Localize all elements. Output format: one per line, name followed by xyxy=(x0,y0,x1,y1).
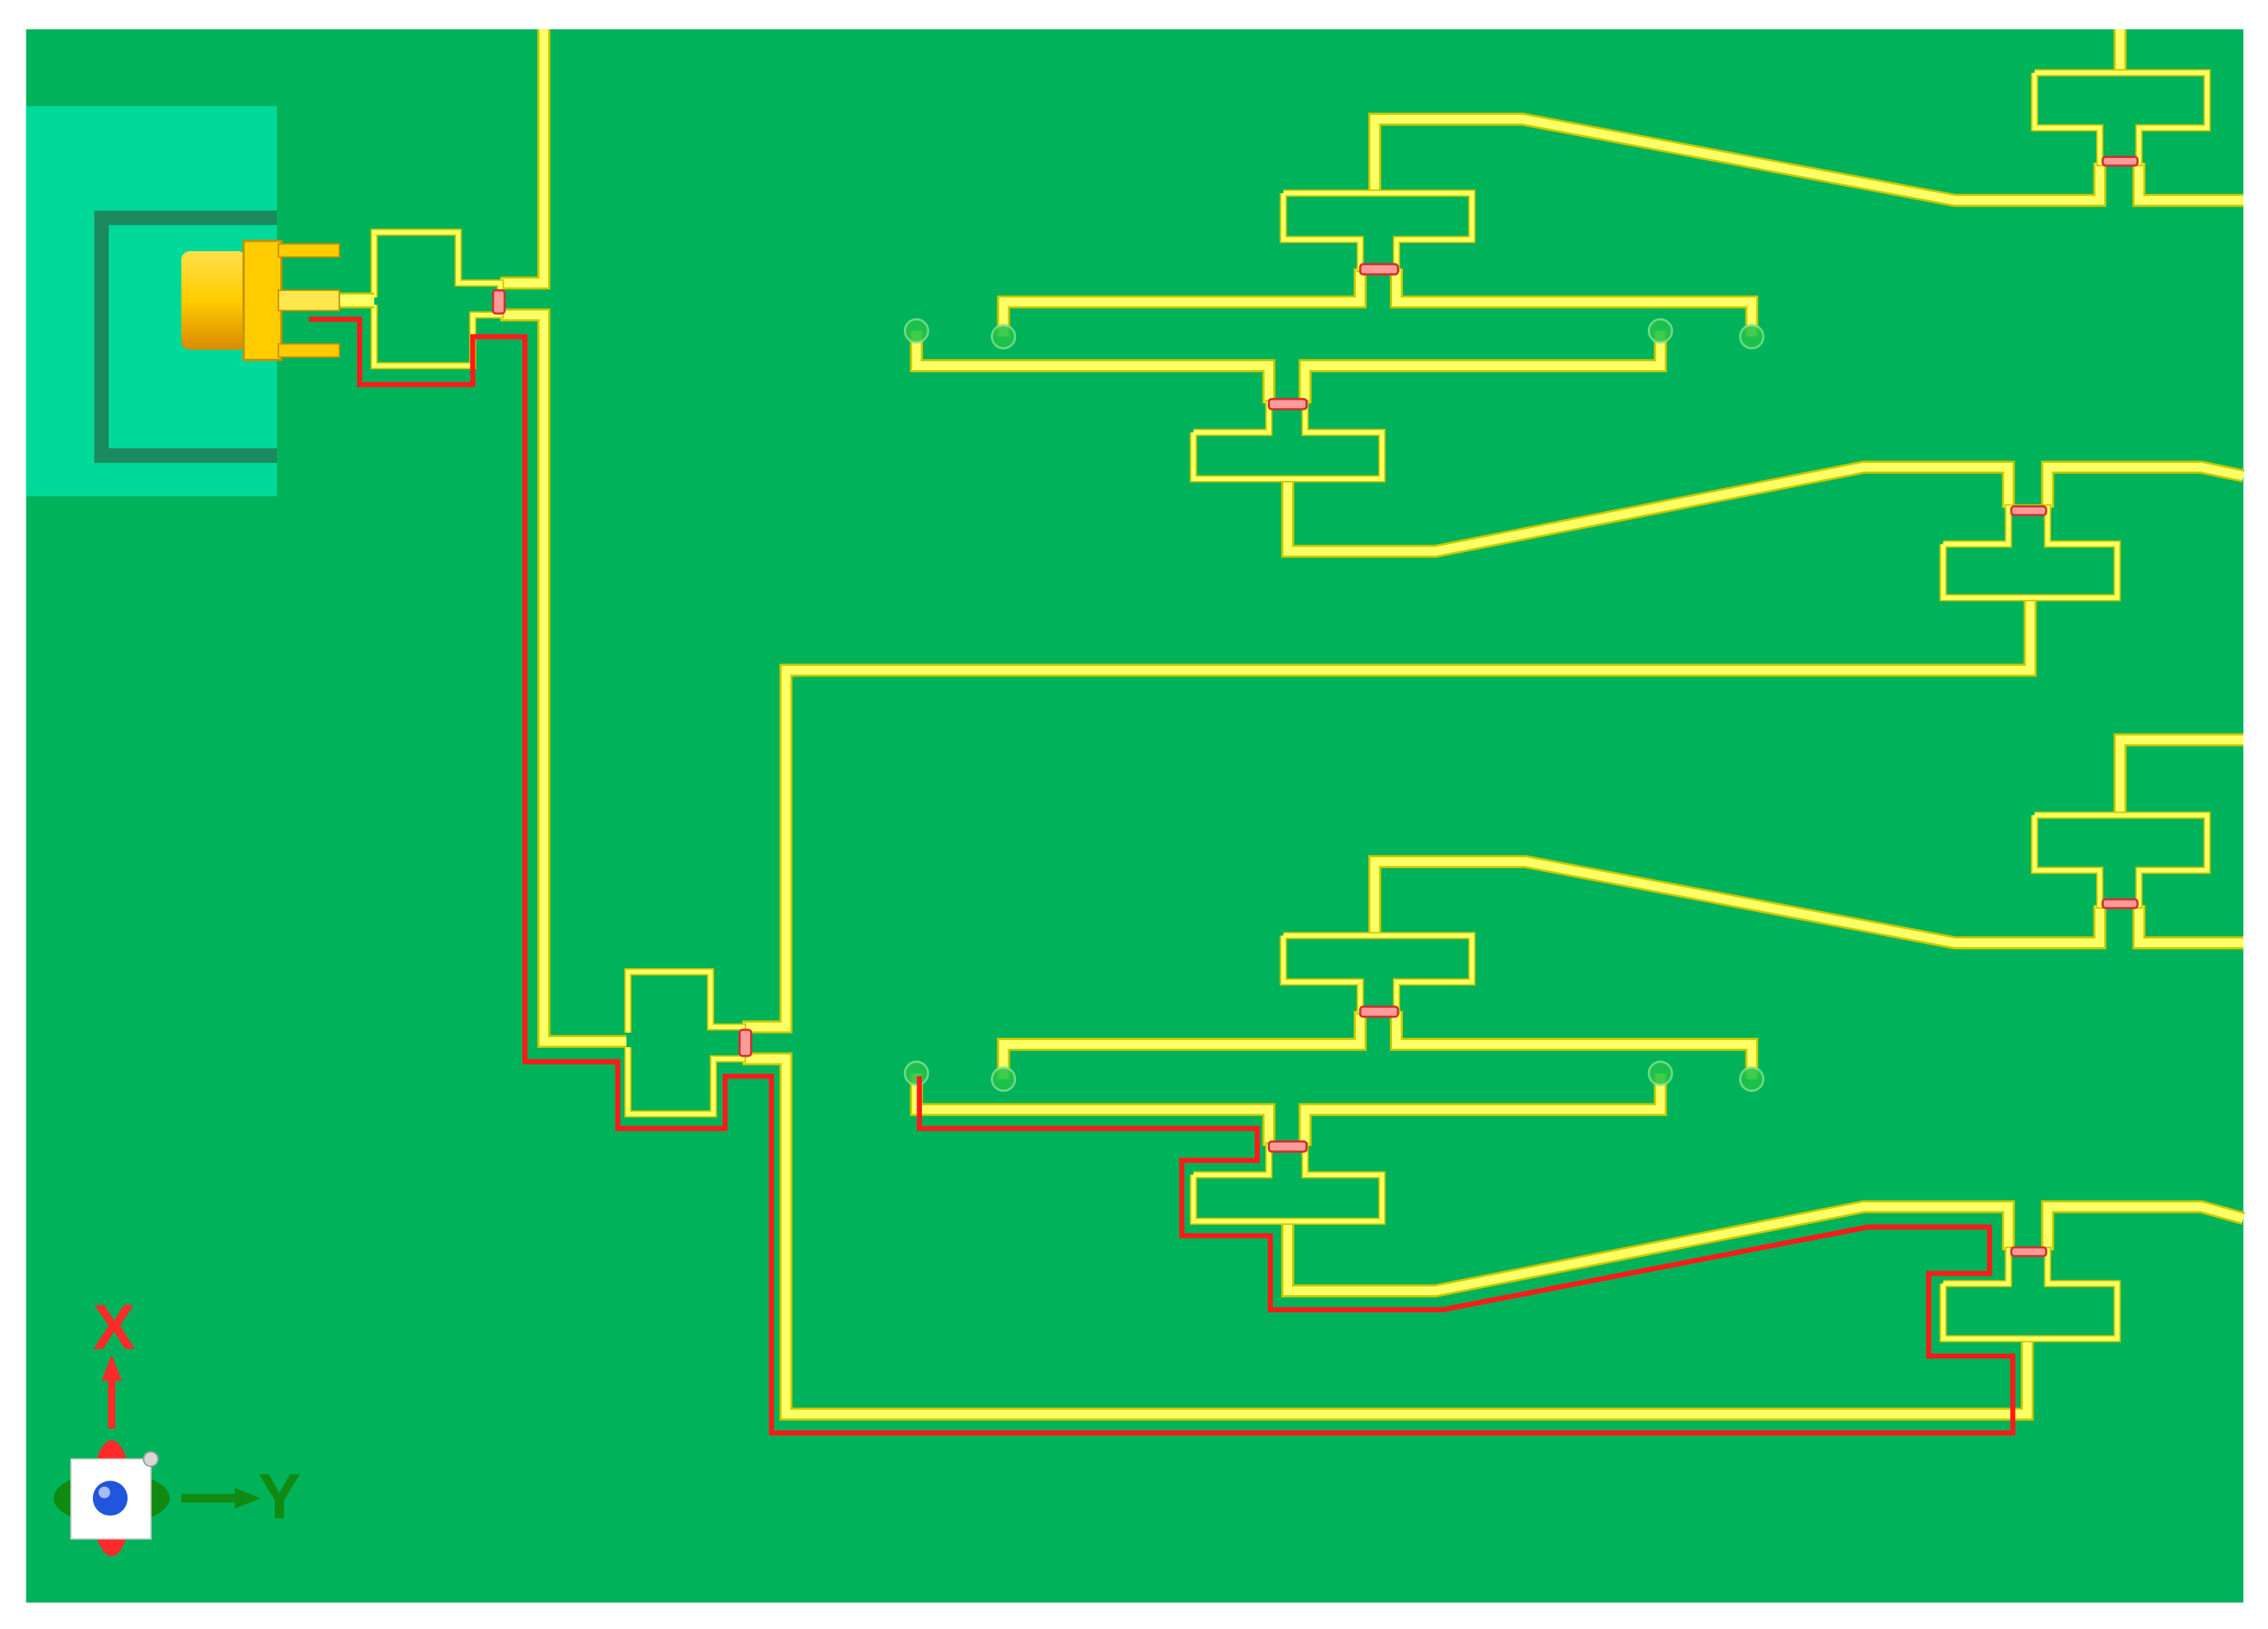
splitter-branch xyxy=(2032,70,2209,165)
triad-corner-knob xyxy=(142,1451,160,1467)
isolation-resistor xyxy=(2101,898,2139,910)
highlighted-signal-path xyxy=(308,317,2015,1436)
connector-pin-center xyxy=(278,289,340,312)
trace-segment xyxy=(2134,163,2244,205)
trace-segment xyxy=(1392,1010,1757,1079)
connector-pin-bottom xyxy=(278,343,340,358)
splitter-branch xyxy=(1940,505,2119,601)
triad-center-sphere xyxy=(92,1480,128,1516)
isolation-resistors xyxy=(492,156,2139,1258)
trace-segment xyxy=(2043,462,2245,508)
output-pad xyxy=(1647,318,1674,344)
splitter-branch xyxy=(1191,1143,1384,1224)
trace-segment xyxy=(2115,735,2244,816)
trace-segment xyxy=(999,1010,1365,1079)
trace-segment xyxy=(1301,1073,1665,1146)
y-axis-label: Y xyxy=(258,1462,300,1533)
splitter-branch xyxy=(1191,401,1384,482)
highlight-path-segment xyxy=(308,317,2015,1436)
trace-segment xyxy=(1370,114,2105,205)
output-pad xyxy=(990,324,1017,350)
trace-segment xyxy=(742,1054,2032,1419)
isolation-resistor xyxy=(1358,1005,1399,1018)
connector-pin-top xyxy=(278,242,340,258)
coordinate-triad[interactable]: X Y xyxy=(53,1292,301,1556)
trace-segment xyxy=(1283,1202,2013,1296)
output-pad xyxy=(903,318,930,344)
microstrip-traces xyxy=(339,29,2245,1421)
connector-barrel xyxy=(181,251,247,350)
trace-segment xyxy=(1370,857,2105,948)
splitter-branch xyxy=(1940,1247,2119,1341)
trace-segment xyxy=(500,29,548,288)
output-pad xyxy=(903,1060,930,1086)
isolation-resistor xyxy=(1268,1140,1308,1153)
trace-segment xyxy=(742,597,2035,1032)
output-pad xyxy=(1647,1060,1674,1086)
substrate-frame xyxy=(94,210,278,463)
trace-segment xyxy=(500,310,627,1046)
splitter-branch xyxy=(2032,813,2209,908)
output-pad xyxy=(1739,324,1765,350)
isolation-resistor xyxy=(1268,397,1308,411)
trace-segment xyxy=(912,331,1274,404)
sma-connector[interactable] xyxy=(181,239,340,361)
connector-flange xyxy=(242,239,283,361)
output-pads xyxy=(903,318,1765,1093)
trace-segment xyxy=(1392,268,1757,337)
output-pad xyxy=(990,1066,1017,1093)
x-axis-arrowhead xyxy=(101,1355,122,1381)
isolation-resistor xyxy=(2010,505,2047,516)
board-background xyxy=(26,29,2244,1603)
trace-segment xyxy=(1301,331,1665,404)
triad-center-highlight xyxy=(99,1486,110,1498)
trace-segment xyxy=(2134,905,2244,948)
isolation-resistor xyxy=(492,289,506,315)
isolation-resistor xyxy=(2101,156,2139,167)
isolation-resistor xyxy=(1358,263,1399,276)
output-pad xyxy=(1739,1066,1765,1093)
trace-segment xyxy=(912,1073,1274,1146)
trace-segment xyxy=(1283,462,2013,556)
y-axis-arrowhead xyxy=(235,1487,261,1509)
isolation-resistor xyxy=(738,1028,752,1057)
x-axis-label: X xyxy=(93,1292,135,1363)
trace-segment xyxy=(2043,1202,2245,1250)
isolation-resistor xyxy=(2010,1246,2047,1258)
trace-segment xyxy=(999,268,1365,337)
